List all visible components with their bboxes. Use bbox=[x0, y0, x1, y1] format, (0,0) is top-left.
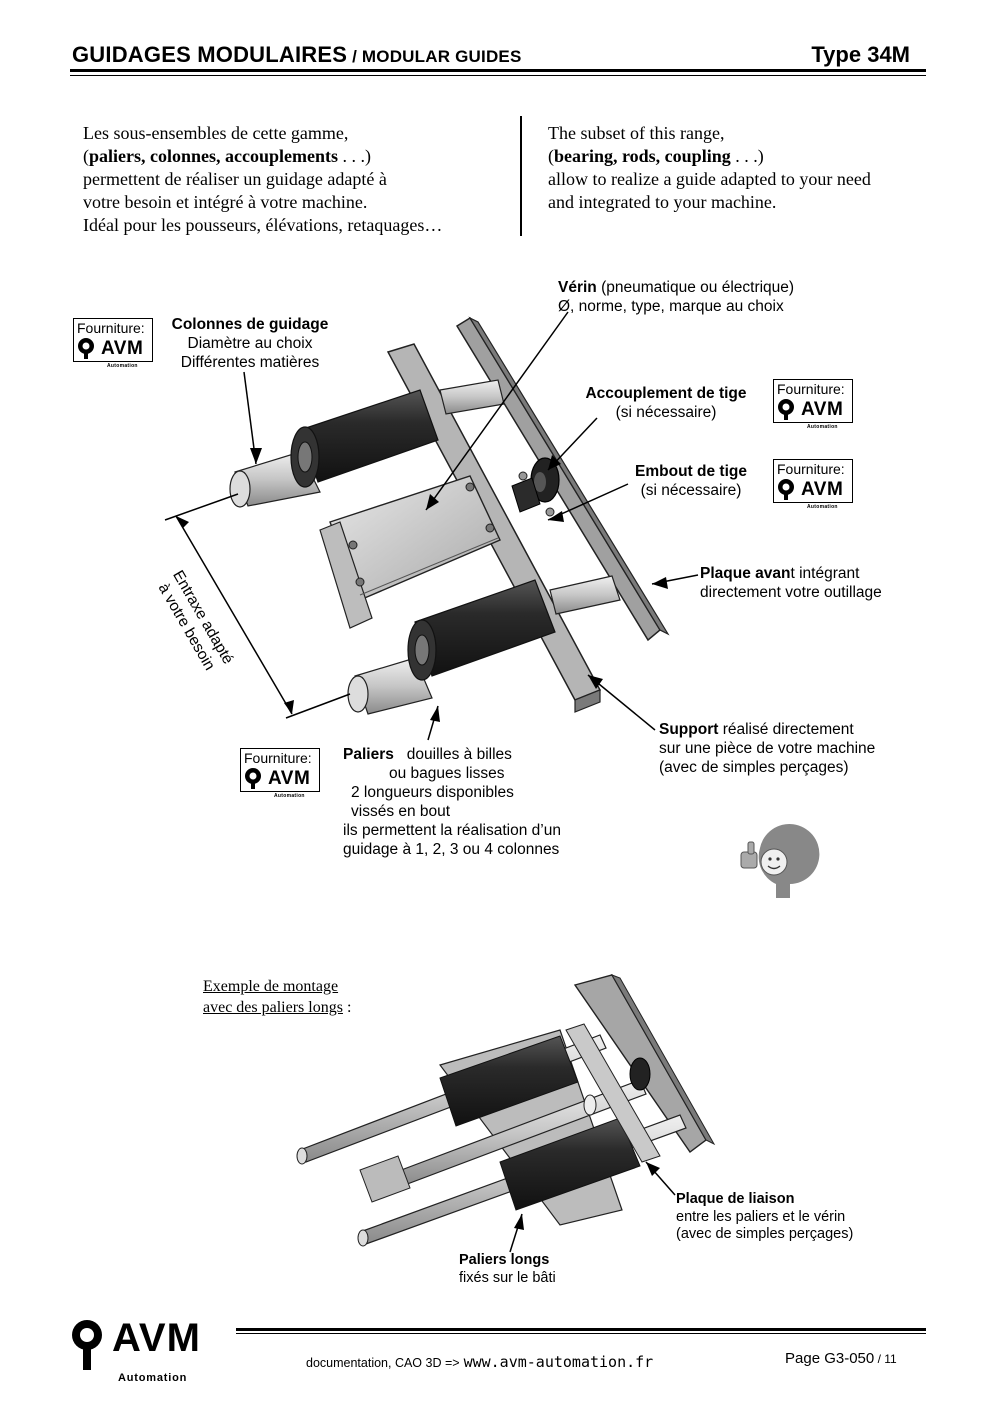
label-plaque-liaison: Plaque de liaison entre les paliers et l… bbox=[676, 1191, 854, 1242]
footer-rule-thin bbox=[236, 1333, 926, 1334]
arrow-heads bbox=[176, 448, 668, 722]
footer-rule bbox=[236, 1328, 926, 1331]
lower-bearing bbox=[407, 579, 556, 681]
example-assembly-illustration bbox=[296, 974, 716, 1247]
website-link[interactable]: www.avm-automation.fr bbox=[463, 1353, 654, 1371]
avm-mascot-icon bbox=[740, 824, 820, 898]
page-title: GUIDAGES MODULAIRES / MODULAR GUIDES bbox=[72, 42, 522, 67]
header-rule-thin bbox=[70, 75, 926, 76]
label-plaque-avant: Plaque avant intégrant directement votre… bbox=[700, 565, 882, 601]
label-colonnes: Colonnes de guidage Diamètre au choix Di… bbox=[171, 316, 329, 371]
lower-rod bbox=[347, 575, 621, 715]
label-embout: Embout de tige (si nécessaire) bbox=[635, 463, 747, 499]
example-caption: Exemple de montage avec des paliers long… bbox=[203, 978, 352, 1016]
footer-doc: documentation, CAO 3D =>www.avm-automati… bbox=[306, 1353, 654, 1371]
pneumatic-cylinder bbox=[319, 475, 501, 629]
intro-french: Les sous-ensembles de cette gamme, (pali… bbox=[83, 123, 443, 235]
label-paliers-longs: Paliers longs fixés sur le bâti bbox=[459, 1252, 556, 1286]
rod-coupling bbox=[511, 457, 560, 517]
avm-logo-icon bbox=[778, 399, 794, 420]
page-number: Page G3-050 / 11 bbox=[785, 1350, 897, 1367]
label-accouplement: Accouplement de tige (si nécessaire) bbox=[585, 385, 747, 421]
avm-logo-icon bbox=[778, 479, 794, 500]
header-rule bbox=[70, 69, 926, 72]
intro-english: The subset of this range, (bearing, rods… bbox=[548, 123, 871, 212]
column-divider bbox=[520, 116, 522, 236]
page-subtitle: / MODULAR GUIDES bbox=[347, 47, 522, 66]
avm-logo-icon bbox=[72, 1320, 102, 1370]
avm-logo-icon bbox=[245, 768, 261, 789]
label-verin: Vérin (pneumatique ou électrique) Ø, nor… bbox=[558, 279, 795, 315]
avm-logo-icon bbox=[78, 338, 94, 359]
product-type: Type 34M bbox=[811, 42, 910, 67]
upper-bearing bbox=[290, 389, 439, 488]
label-support: Support réalisé directement sur une pièc… bbox=[659, 721, 876, 776]
label-paliers: Paliers douilles à billes ou bagues liss… bbox=[343, 746, 561, 858]
